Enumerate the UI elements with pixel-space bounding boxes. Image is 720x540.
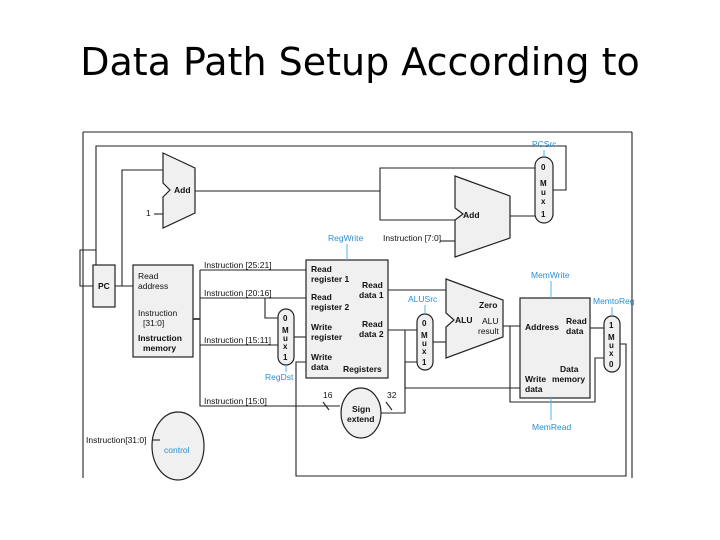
sign-extend-b: extend <box>347 414 374 424</box>
alu-label: ALU <box>455 315 472 325</box>
signal-memtoreg: MemtoReg <box>593 296 635 306</box>
alu-zero: Zero <box>479 300 497 310</box>
memtoreg-mux-0: 0 <box>609 360 614 369</box>
control-label: control <box>164 445 190 455</box>
label-instr-20-16: Instruction [20:16] <box>204 288 272 298</box>
im-read-address-2: address <box>138 281 168 291</box>
rf-write-register-a: Write <box>311 322 332 332</box>
rf-read-register-1b: register 1 <box>311 274 350 284</box>
signal-regwrite: RegWrite <box>328 233 364 243</box>
pc-adder <box>162 152 196 229</box>
alusrc-mux-x: x <box>422 347 427 356</box>
im-read-address-1: Read <box>138 271 159 281</box>
regdst-mux-m: M <box>282 326 289 335</box>
alusrc-mux-1: 1 <box>422 358 427 367</box>
rf-label: Registers <box>343 364 382 374</box>
label-instr-31-0: Instruction[31:0] <box>86 435 146 445</box>
memtoreg-mux-u: u <box>609 341 614 350</box>
im-instruction-1: Instruction <box>138 308 177 318</box>
alusrc-mux-u: u <box>422 339 427 348</box>
dm-write-data-b: data <box>525 384 543 394</box>
branch-adder-label: Add <box>463 210 480 220</box>
signal-alusrc: ALUSrc <box>408 294 438 304</box>
dm-read-data-a: Read <box>566 316 587 326</box>
alusrc-mux-m: M <box>421 331 428 340</box>
pc-mux-0: 0 <box>541 163 546 172</box>
constant-one: 1 <box>146 208 151 218</box>
control-wires <box>285 150 613 420</box>
pc-mux-1: 1 <box>541 210 546 219</box>
rf-read-register-2b: register 2 <box>311 302 350 312</box>
alu-result-b: result <box>478 326 499 336</box>
label-instr-15-0: Instruction [15:0] <box>204 396 267 406</box>
im-label-2: memory <box>143 343 176 353</box>
label-width-32: 32 <box>387 390 397 400</box>
dm-address: Address <box>525 322 559 332</box>
pc-label: PC <box>98 281 110 291</box>
im-label-1: Instruction <box>138 333 182 343</box>
dm-write-data-a: Write <box>525 374 546 384</box>
regdst-mux-0: 0 <box>283 314 288 323</box>
im-instruction-2: [31:0] <box>143 318 164 328</box>
slide-title: Data Path Setup According to <box>80 40 640 84</box>
dm-label-b: memory <box>552 374 585 384</box>
dm-read-data-b: data <box>566 326 584 336</box>
label-width-16: 16 <box>323 390 333 400</box>
regdst-mux-1: 1 <box>283 353 288 362</box>
signal-memwrite: MemWrite <box>531 270 570 280</box>
label-instr-7-0: Instruction [7:0] <box>383 233 441 243</box>
datapath-wires <box>79 145 627 477</box>
rf-write-data-b: data <box>311 362 329 372</box>
regdst-mux-u: u <box>283 334 288 343</box>
diagram-frame <box>82 131 633 478</box>
pc-mux-x: x <box>541 197 546 206</box>
signal-memread: MemRead <box>532 422 571 432</box>
data-memory <box>519 297 591 399</box>
rf-read-register-1a: Read <box>311 264 332 274</box>
sign-extend-a: Sign <box>352 404 370 414</box>
rf-read-data-1a: Read <box>362 280 383 290</box>
regdst-mux-x: x <box>283 342 288 351</box>
rf-write-data-a: Write <box>311 352 332 362</box>
signal-regdst: RegDst <box>265 372 294 382</box>
rf-read-data-2a: Read <box>362 319 383 329</box>
pc-mux-m: M <box>540 179 547 188</box>
instruction-memory <box>132 264 194 358</box>
alusrc-mux-0: 0 <box>422 319 427 328</box>
register-file <box>305 259 389 379</box>
rf-read-register-2a: Read <box>311 292 332 302</box>
dm-label-a: Data <box>560 364 579 374</box>
memtoreg-mux-x: x <box>609 349 614 358</box>
memtoreg-mux-1: 1 <box>609 321 614 330</box>
alu-result-a: ALU <box>482 316 499 326</box>
rf-read-data-1b: data 1 <box>359 290 384 300</box>
pc-mux-u: u <box>541 188 546 197</box>
pc-adder-label: Add <box>174 185 191 195</box>
signal-pcsrc: PCSrc <box>532 139 557 149</box>
branch-adder <box>454 175 511 258</box>
control-unit <box>151 411 205 481</box>
label-instr-15-11: Instruction [15:11] <box>204 335 271 345</box>
memtoreg-mux-m: M <box>608 333 615 342</box>
label-instr-25-21: Instruction [25:21] <box>204 260 272 270</box>
rf-write-register-b: register <box>311 332 343 342</box>
rf-read-data-2b: data 2 <box>359 329 384 339</box>
